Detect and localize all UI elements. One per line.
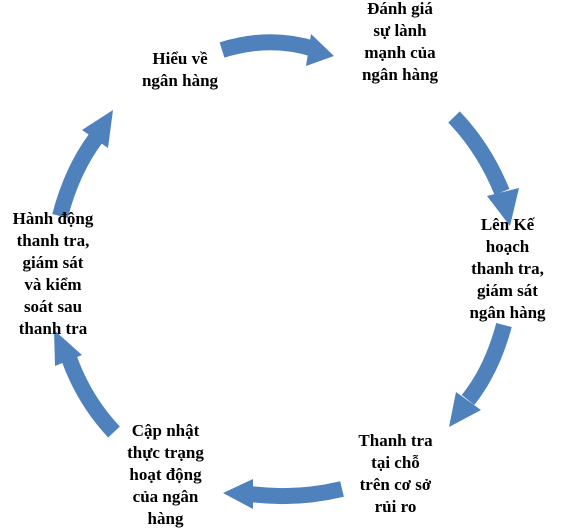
node-health-assessment: Đánh giá sự lành mạnh của ngân hàng xyxy=(361,0,439,84)
arrow-post-to-understand-head xyxy=(82,110,113,148)
arrow-understand-to-assessment xyxy=(219,34,334,66)
arrow-update-to-post xyxy=(54,330,120,438)
arrow-assessment-to-plan-head xyxy=(487,188,519,226)
node-update-status: Cập nhật thực trạng hoạt động của ngân h… xyxy=(127,421,204,528)
arrow-assessment-to-plan xyxy=(448,111,519,226)
arrow-assessment-to-plan-body xyxy=(448,111,510,196)
arrow-post-to-understand xyxy=(52,110,113,219)
arrow-update-to-post-head xyxy=(54,330,82,366)
node-inspection-plan: Lên Kế hoạch thanh tra, giám sát ngân hà… xyxy=(469,215,546,322)
node-understand-bank: Hiểu về ngân hàng xyxy=(141,49,219,90)
arrow-plan-to-onsite-body xyxy=(461,322,512,405)
arrow-onsite-to-update-head xyxy=(223,479,253,509)
arrow-update-to-post-body xyxy=(61,355,120,438)
arrow-understand-to-assessment-head xyxy=(306,34,334,66)
arrow-onsite-to-update xyxy=(223,479,344,509)
node-onsite-inspection: Thanh tra tại chỗ trên cơ sở rủi ro xyxy=(358,431,433,516)
node-post-inspection: Hành động thanh tra, giám sát và kiểm so… xyxy=(12,209,94,338)
arrow-post-to-understand-body xyxy=(52,133,103,219)
arrow-plan-to-onsite-head xyxy=(449,392,481,427)
arrow-plan-to-onsite xyxy=(449,322,512,427)
arrow-understand-to-assessment-body xyxy=(219,34,317,58)
arrow-onsite-to-update-body xyxy=(248,481,344,505)
